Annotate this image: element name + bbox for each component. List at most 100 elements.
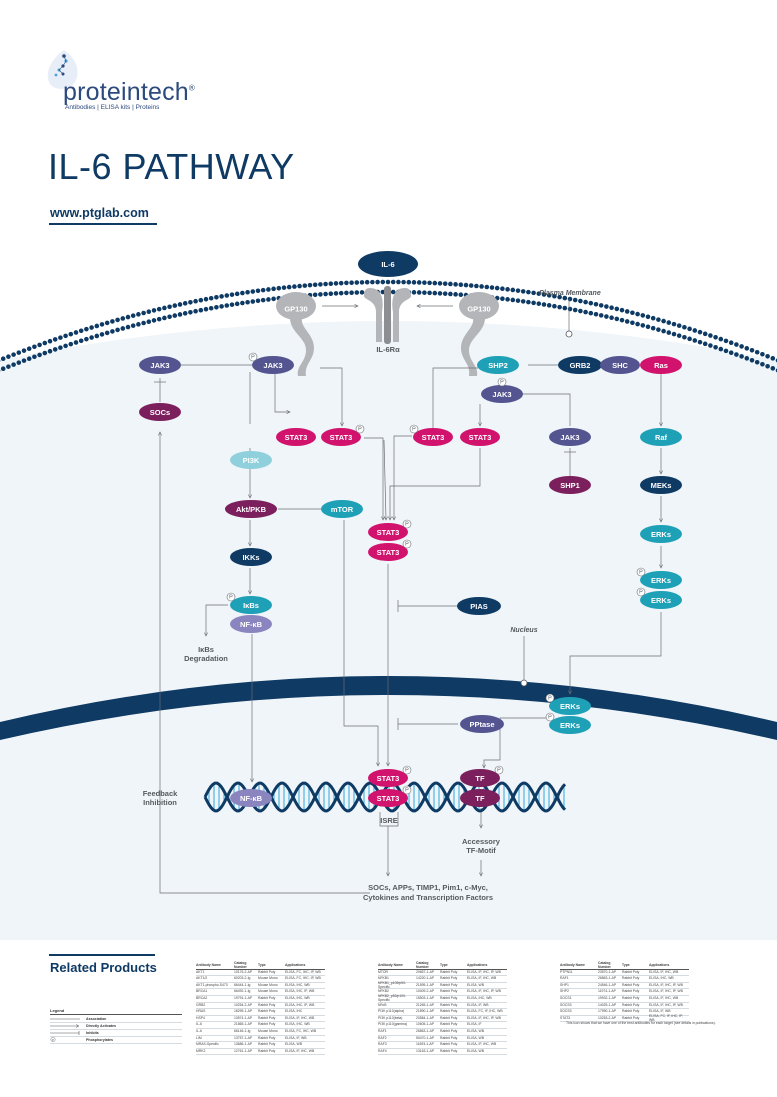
node-tf-top: TF P xyxy=(460,765,504,787)
node-label: STAT3 xyxy=(330,433,353,442)
phosphorylation-icon: P xyxy=(226,592,236,602)
svg-text:P: P xyxy=(229,594,233,600)
node-label: STAT3 xyxy=(377,548,400,557)
node-label: SHP1 xyxy=(560,481,580,490)
accessory-label-2: TF-Motif xyxy=(466,846,496,855)
node-akt: Akt/PKB xyxy=(225,500,277,518)
node-ikbs: IκBs P xyxy=(226,592,272,614)
node-jak3-d: JAK3 xyxy=(549,428,591,446)
divider xyxy=(49,954,155,956)
node-meks: MEKs xyxy=(640,476,682,494)
node-label: JAK3 xyxy=(263,361,282,370)
node-erks-b1: ERKs P xyxy=(636,567,682,589)
node-pptase: PPtase xyxy=(460,715,504,733)
nucleus-label: Nucleus xyxy=(510,627,537,634)
node-jak3-a: JAK3 xyxy=(139,356,181,374)
node-shp1: SHP1 xyxy=(549,476,591,494)
node-stat3-d: STAT3 xyxy=(460,428,500,446)
membrane-marker-icon xyxy=(565,330,573,338)
node-pias: PIAS xyxy=(457,597,501,615)
node-label: TF xyxy=(475,774,485,783)
node-label: MEKs xyxy=(651,481,672,490)
brand-tagline: Antibodies | ELISA kits | Proteins xyxy=(65,104,160,111)
phosphorylation-icon: P xyxy=(355,424,365,434)
gp130-right-receptor-icon xyxy=(459,292,499,376)
phosphorylation-icon: P xyxy=(409,424,419,434)
node-label: STAT3 xyxy=(422,433,445,442)
svg-text:P: P xyxy=(358,426,362,432)
node-label: IL-6 xyxy=(381,260,394,269)
node-tf-bottom: TF xyxy=(460,789,500,807)
brand-name: proteintech® xyxy=(63,78,196,106)
node-label: NF-κB xyxy=(240,620,263,629)
phosphorylation-icon: P xyxy=(494,765,504,775)
node-label: SHP2 xyxy=(488,361,508,370)
node-raf: Raf xyxy=(640,428,682,446)
phosphorylation-icon: P xyxy=(636,567,646,577)
node-label: GRB2 xyxy=(570,361,591,370)
node-label: mTOR xyxy=(331,505,354,514)
output-genes-label-1: SOCs, APPs, TIMP1, Pim1, c-Myc, xyxy=(368,883,488,892)
node-label: ERKs xyxy=(651,596,671,605)
node-label: JAK3 xyxy=(492,390,511,399)
node-label: NF-κB xyxy=(240,794,263,803)
node-pi3k: PI3K xyxy=(230,451,272,469)
phosphorylation-icon: P xyxy=(248,352,258,362)
legend-title: Legend xyxy=(50,1008,182,1015)
node-label: TF xyxy=(475,794,485,803)
svg-text:P: P xyxy=(405,787,409,793)
phosphorylation-icon: P xyxy=(545,693,555,703)
node-nfkb: NF-κB xyxy=(230,615,272,633)
proteintech-logo-icon xyxy=(47,50,78,89)
phosphorylation-icon: P xyxy=(636,587,646,597)
phosphorylation-icon: P xyxy=(402,785,412,795)
cytoplasm xyxy=(0,321,777,940)
node-label: PIAS xyxy=(470,602,488,611)
phosphorylation-icon: P xyxy=(545,712,555,722)
phosphorylation-icon: P xyxy=(497,377,507,387)
node-label: IκBs xyxy=(243,601,259,610)
node-label: ERKs xyxy=(651,576,671,585)
svg-text:P: P xyxy=(548,695,552,701)
node-label: JAK3 xyxy=(560,433,579,442)
node-label: Ras xyxy=(654,361,668,370)
svg-text:P: P xyxy=(639,569,643,575)
svg-text:P: P xyxy=(548,714,552,720)
plasma-membrane-label: Plasma Membrane xyxy=(539,290,601,297)
feedback-label-1: Feedback xyxy=(143,789,178,798)
node-ikks: IKKs xyxy=(230,548,272,566)
node-mtor: mTOR xyxy=(321,500,363,518)
phosphorylation-icon: P xyxy=(402,539,412,549)
legend-item: Directly Activates xyxy=(50,1023,182,1030)
website-link[interactable]: www.ptglab.com xyxy=(50,206,149,220)
feedback-label-2: Inhibition xyxy=(143,798,177,807)
legend: Legend Association Directly Activates In… xyxy=(50,1008,182,1044)
plasma-membrane xyxy=(0,279,777,373)
